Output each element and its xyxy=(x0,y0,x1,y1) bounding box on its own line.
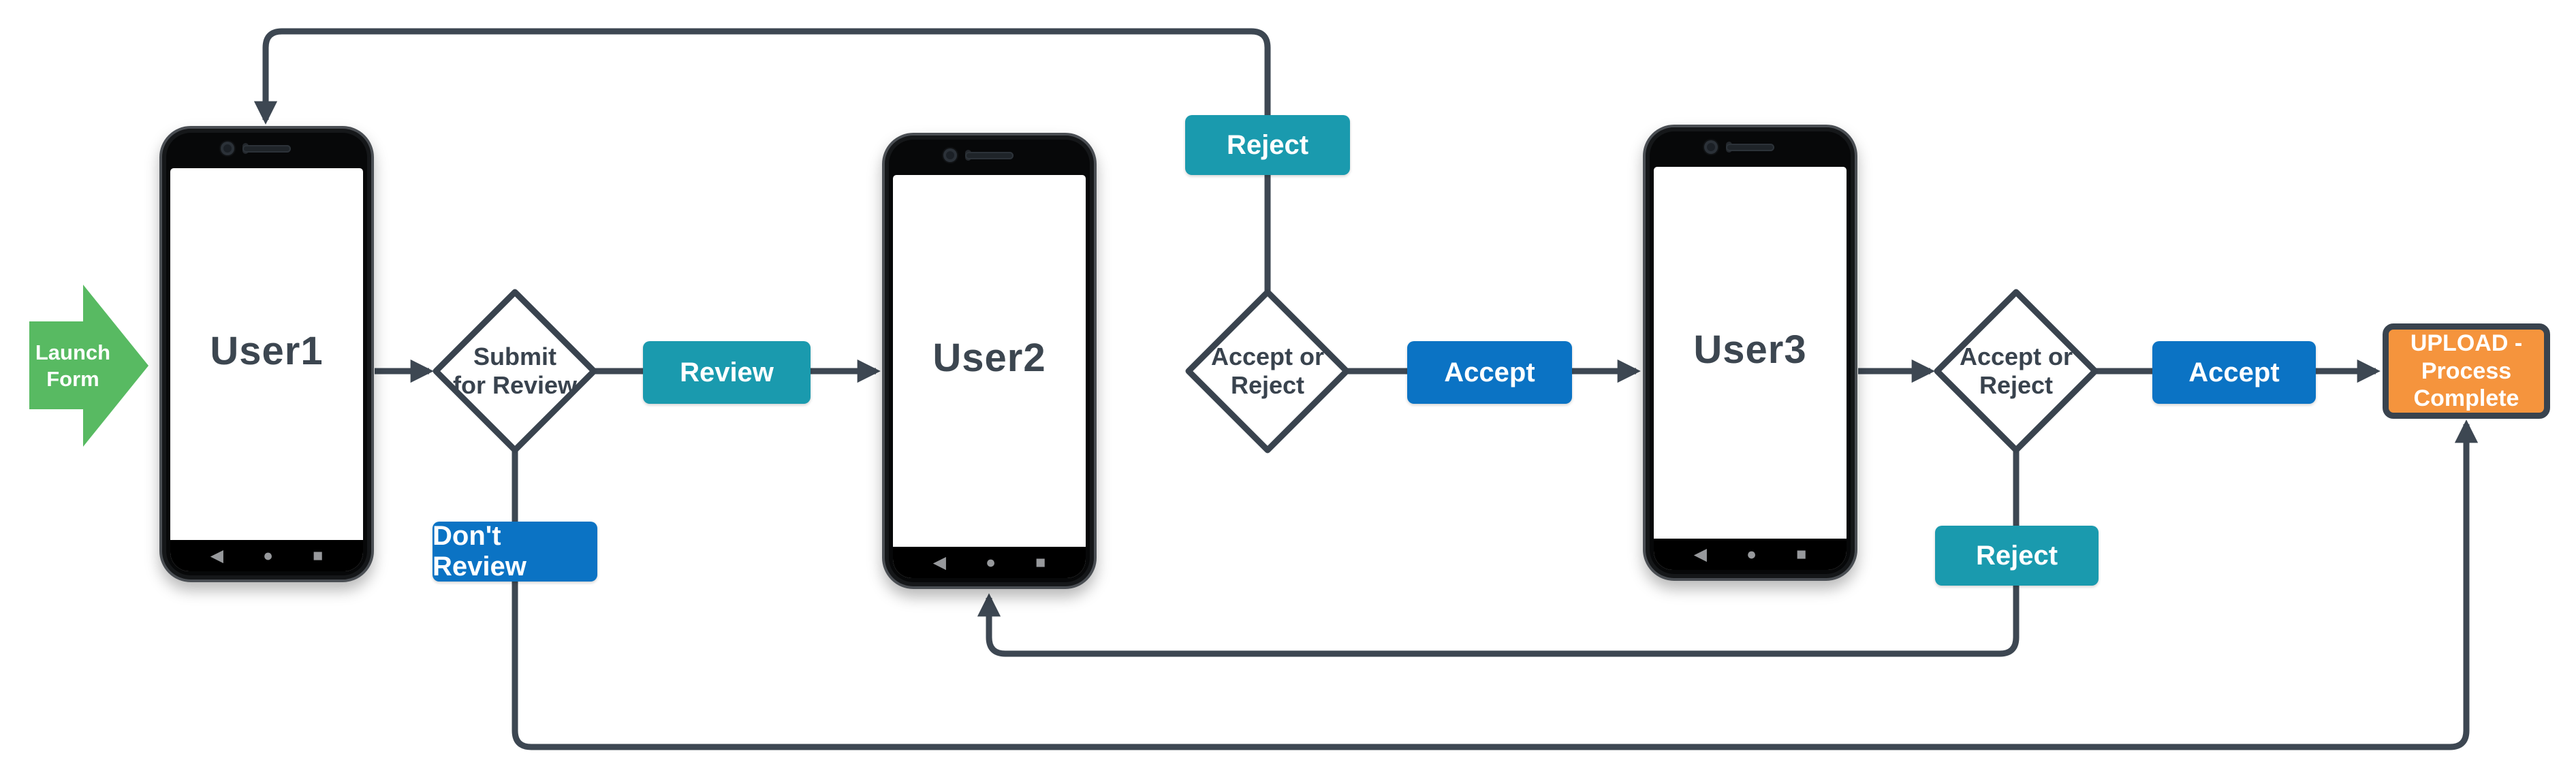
camera-icon xyxy=(943,148,957,162)
speaker-icon xyxy=(242,145,291,153)
start-label-line2: Form xyxy=(46,367,99,391)
connector-dont-review-to-upload xyxy=(512,419,2479,750)
decision-label-line: Accept or xyxy=(1959,342,2073,370)
start-label-line1: Launch xyxy=(35,340,111,365)
review-button-label: Review xyxy=(680,357,774,387)
decision-accept-or-reject-1-label: Accept or Reject xyxy=(1189,292,1347,450)
nav-home-icon: ● xyxy=(986,552,996,572)
decision-label-line: Submit xyxy=(473,342,556,370)
decision-accept-or-reject-2[interactable] xyxy=(1934,289,2099,454)
phone-navbar: ◀ ● ■ xyxy=(170,540,363,571)
phone-user2[interactable]: User2 ◀ ● ■ xyxy=(882,133,1097,589)
decision-label-line: for Review xyxy=(452,371,578,399)
phone-navbar: ◀ ● ■ xyxy=(1654,539,1847,570)
nav-recents-icon: ■ xyxy=(313,545,324,565)
nav-back-icon: ◀ xyxy=(1693,544,1707,564)
end-label-line: Complete xyxy=(2413,385,2519,412)
reject-top-button[interactable]: Reject xyxy=(1185,115,1350,175)
end-label-line: Process xyxy=(2421,357,2512,384)
phone-user3[interactable]: User3 ◀ ● ■ xyxy=(1643,125,1857,581)
decision-accept-or-reject-1[interactable] xyxy=(1185,289,1350,454)
upload-process-complete-node[interactable]: UPLOAD - Process Complete xyxy=(2383,323,2550,419)
decision-submit-for-review[interactable] xyxy=(433,289,597,454)
reject-bottom-button-label: Reject xyxy=(1975,540,2058,571)
phone-screen: User3 ◀ ● ■ xyxy=(1654,167,1847,570)
decision-label-line: Reject xyxy=(1230,371,1305,399)
accept-button-2-label: Accept xyxy=(2188,357,2280,387)
nav-recents-icon: ■ xyxy=(1035,552,1046,572)
accept-button-2[interactable]: Accept xyxy=(2152,341,2316,404)
start-arrow-label: Launch Form xyxy=(29,327,116,406)
start-arrow-shape[interactable] xyxy=(29,285,148,447)
nav-home-icon: ● xyxy=(1746,544,1757,564)
phone-screen: User2 ◀ ● ■ xyxy=(893,175,1086,578)
accept-button-1-label: Accept xyxy=(1444,357,1535,387)
decision-label-line: Reject xyxy=(1979,371,2054,399)
phone-user2-label: User2 xyxy=(932,335,1046,380)
decision-accept-or-reject-2-label: Accept or Reject xyxy=(1937,292,2095,450)
phone-user3-label: User3 xyxy=(1693,327,1807,372)
speaker-icon xyxy=(1726,144,1774,151)
nav-recents-icon: ■ xyxy=(1796,544,1807,564)
camera-icon xyxy=(1704,140,1718,154)
phone-user1-label: User1 xyxy=(210,328,324,373)
nav-back-icon: ◀ xyxy=(932,552,946,572)
decision-label-line: Accept or xyxy=(1210,342,1325,370)
end-label-line: UPLOAD - xyxy=(2410,330,2523,356)
speaker-icon xyxy=(965,152,1014,159)
reject-bottom-button[interactable]: Reject xyxy=(1935,526,2099,586)
phone-screen: User1 ◀ ● ■ xyxy=(170,168,363,571)
nav-back-icon: ◀ xyxy=(210,545,223,565)
phone-navbar: ◀ ● ■ xyxy=(893,547,1086,578)
connector-reject-to-user1 xyxy=(253,28,1271,292)
accept-button-1[interactable]: Accept xyxy=(1407,341,1572,404)
dont-review-button-label: Don't Review xyxy=(433,521,527,582)
reject-top-button-label: Reject xyxy=(1226,129,1309,160)
phone-user1[interactable]: User1 ◀ ● ■ xyxy=(159,126,374,582)
review-button[interactable]: Review xyxy=(643,341,811,404)
dont-review-button[interactable]: Don't Review xyxy=(433,521,597,582)
decision-submit-for-review-label: Submit for Review xyxy=(436,292,594,450)
nav-home-icon: ● xyxy=(263,545,274,565)
camera-icon xyxy=(221,142,234,155)
connector-reject2-to-user2 xyxy=(977,450,2020,657)
